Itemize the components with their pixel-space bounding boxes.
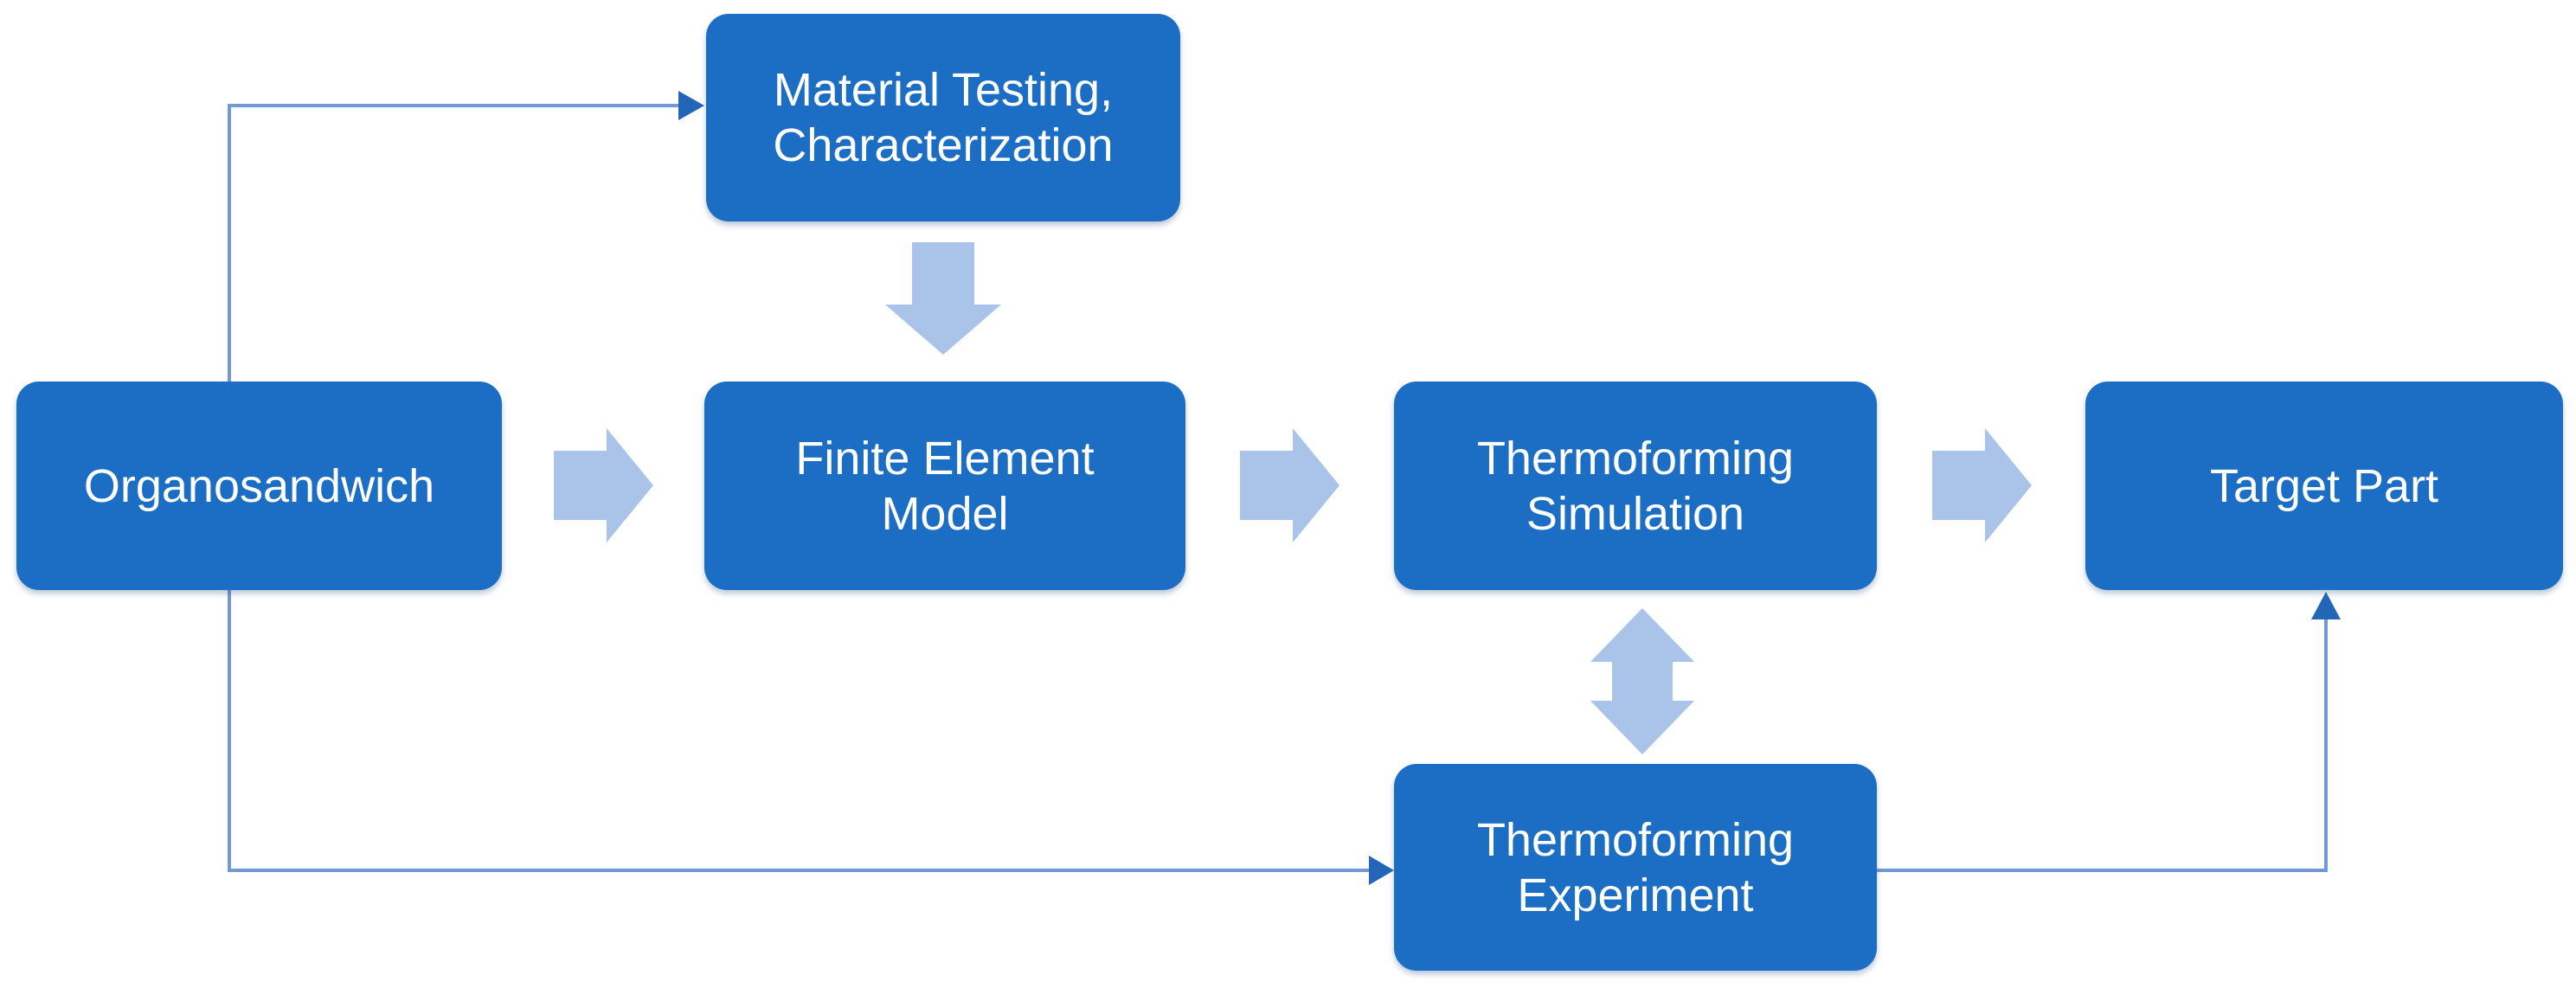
block-arrow-down-material-testing-to-fem-icon [885,242,1001,355]
connector-organosandwich-to-thermoforming-experiment [228,590,1372,872]
node-organosandwich: Organosandwich [16,382,502,590]
arrowhead-into-material-testing-icon [678,91,704,120]
arrowhead-into-thermoforming-experiment-icon [1369,856,1394,885]
node-finite-element-model: Finite Element Model [704,382,1185,590]
block-arrow-right-simulation-to-target-part-icon [1932,428,2032,542]
block-arrow-right-organosandwich-to-fem-icon [554,428,653,542]
node-target-part: Target Part [2085,382,2563,590]
connector-organosandwich-to-material-testing [228,104,682,382]
block-arrow-double-simulation-experiment-icon [1590,608,1694,754]
arrowhead-into-target-part-icon [2311,592,2341,619]
node-thermoforming-simulation: Thermoforming Simulation [1394,382,1877,590]
node-material-testing-characterization: Material Testing, Characterization [706,14,1180,221]
node-thermoforming-experiment: Thermoforming Experiment [1394,764,1877,971]
connector-thermoforming-experiment-to-target-part [1877,616,2328,872]
block-arrow-right-fem-to-simulation-icon [1240,428,1339,542]
